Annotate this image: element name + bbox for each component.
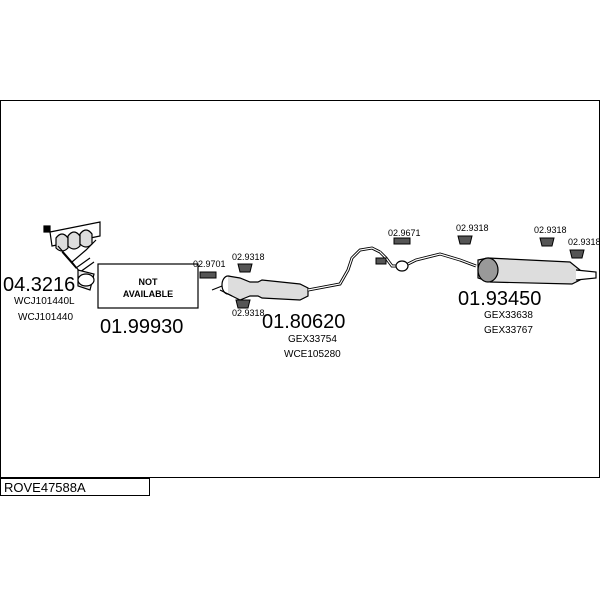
mount-icon-f6 xyxy=(539,237,555,247)
mount-icon-f1 xyxy=(199,271,217,279)
front-number: 01.80620 xyxy=(262,311,345,333)
mount-icon-f2 xyxy=(237,263,253,273)
fitting-label-f2: 02.9318 xyxy=(232,252,265,262)
not-available-line1: NOT xyxy=(139,277,159,287)
front-ref2: WCE105280 xyxy=(284,349,341,360)
manifold-ref1: WCJ101440L xyxy=(14,296,75,307)
front-ref1: GEX33754 xyxy=(288,334,337,345)
rear-ref1: GEX33638 xyxy=(484,310,533,321)
assembly-code: ROVE47588A xyxy=(4,480,86,495)
not-available-line2: AVAILABLE xyxy=(123,289,173,299)
rear-number: 01.93450 xyxy=(458,288,541,310)
fitting-label-f6: 02.9318 xyxy=(534,225,567,235)
front-silencer-drawing xyxy=(211,246,381,301)
mount-icon-f4 xyxy=(393,237,411,245)
fitting-label-f3: 02.9318 xyxy=(232,308,265,318)
fitting-label-f7: 02.9318 xyxy=(568,237,600,247)
mount-icon-f5 xyxy=(457,235,473,245)
fitting-label-f4: 02.9671 xyxy=(388,228,421,238)
assembly-code-box: ROVE47588A xyxy=(0,478,150,496)
manifold-number: 04.3216 xyxy=(3,274,75,296)
mount-icon-f3 xyxy=(235,299,251,309)
fitting-label-f5: 02.9318 xyxy=(456,223,489,233)
not-available-number: 01.99930 xyxy=(100,316,183,338)
mount-icon-extra xyxy=(375,257,387,265)
rear-ref2: GEX33767 xyxy=(484,325,533,336)
fitting-mounts xyxy=(199,235,585,309)
fitting-label-f1: 02.9701 xyxy=(193,259,226,269)
not-available-box xyxy=(97,263,199,309)
manifold-ref2: WCJ101440 xyxy=(18,312,73,323)
manifold-catalyst-drawing xyxy=(43,221,101,291)
rear-silencer-drawing xyxy=(378,250,597,285)
mount-icon-f7 xyxy=(569,249,585,259)
